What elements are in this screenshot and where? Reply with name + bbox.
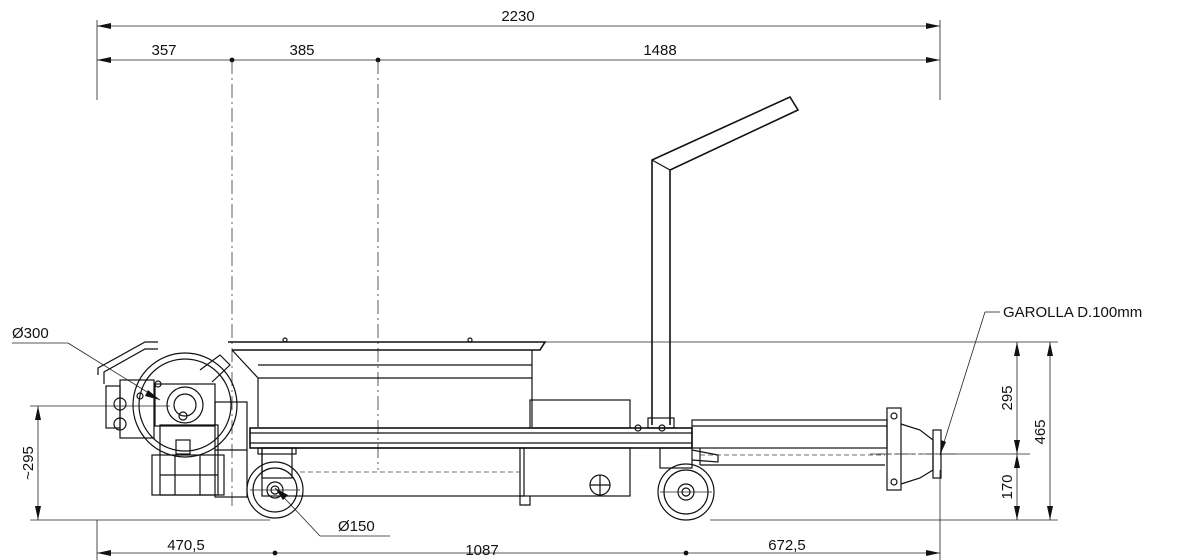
wheel-diameter-callout: Ø150	[274, 487, 390, 537]
dim-height-total: 465	[1032, 419, 1049, 444]
dim-height-lower: 170	[999, 474, 1016, 499]
push-handle	[647, 95, 800, 429]
hopper	[228, 337, 547, 427]
outlet-callout: GAROLLA D.100mm	[939, 304, 1142, 456]
rotor-diameter-callout: Ø300	[12, 325, 161, 401]
pump-machine	[97, 60, 960, 521]
right-height-dimensions: 295 465 170	[540, 341, 1058, 521]
bottom-chain-dimension: 470,5 1087 672,5	[96, 470, 941, 560]
dim-segment-3: 1488	[643, 42, 676, 59]
dim-bottom-2: 1087	[465, 542, 498, 559]
rotor-diameter-label: Ø300	[12, 325, 49, 342]
rear-wheel	[657, 447, 719, 521]
top-chain-dimension: 357 385 1488	[97, 42, 940, 63]
dim-bottom-3: 672,5	[768, 537, 806, 554]
dim-height-left: ~295	[20, 446, 37, 480]
dim-overall-length: 2230	[501, 8, 534, 25]
wheel-diameter-label: Ø150	[338, 518, 375, 535]
outlet-pipe	[691, 407, 948, 491]
pump-body	[261, 399, 631, 506]
front-wheel	[246, 447, 304, 519]
dim-segment-2: 385	[289, 42, 314, 59]
overall-length-dimension: 2230	[96, 8, 941, 100]
dim-bottom-1: 470,5	[167, 537, 205, 554]
rotor-housing	[97, 341, 248, 498]
outlet-label: GAROLLA D.100mm	[1003, 304, 1142, 321]
dim-segment-1: 357	[151, 42, 176, 59]
left-height-dimension: ~295	[20, 405, 270, 521]
dim-height-upper: 295	[999, 385, 1016, 410]
